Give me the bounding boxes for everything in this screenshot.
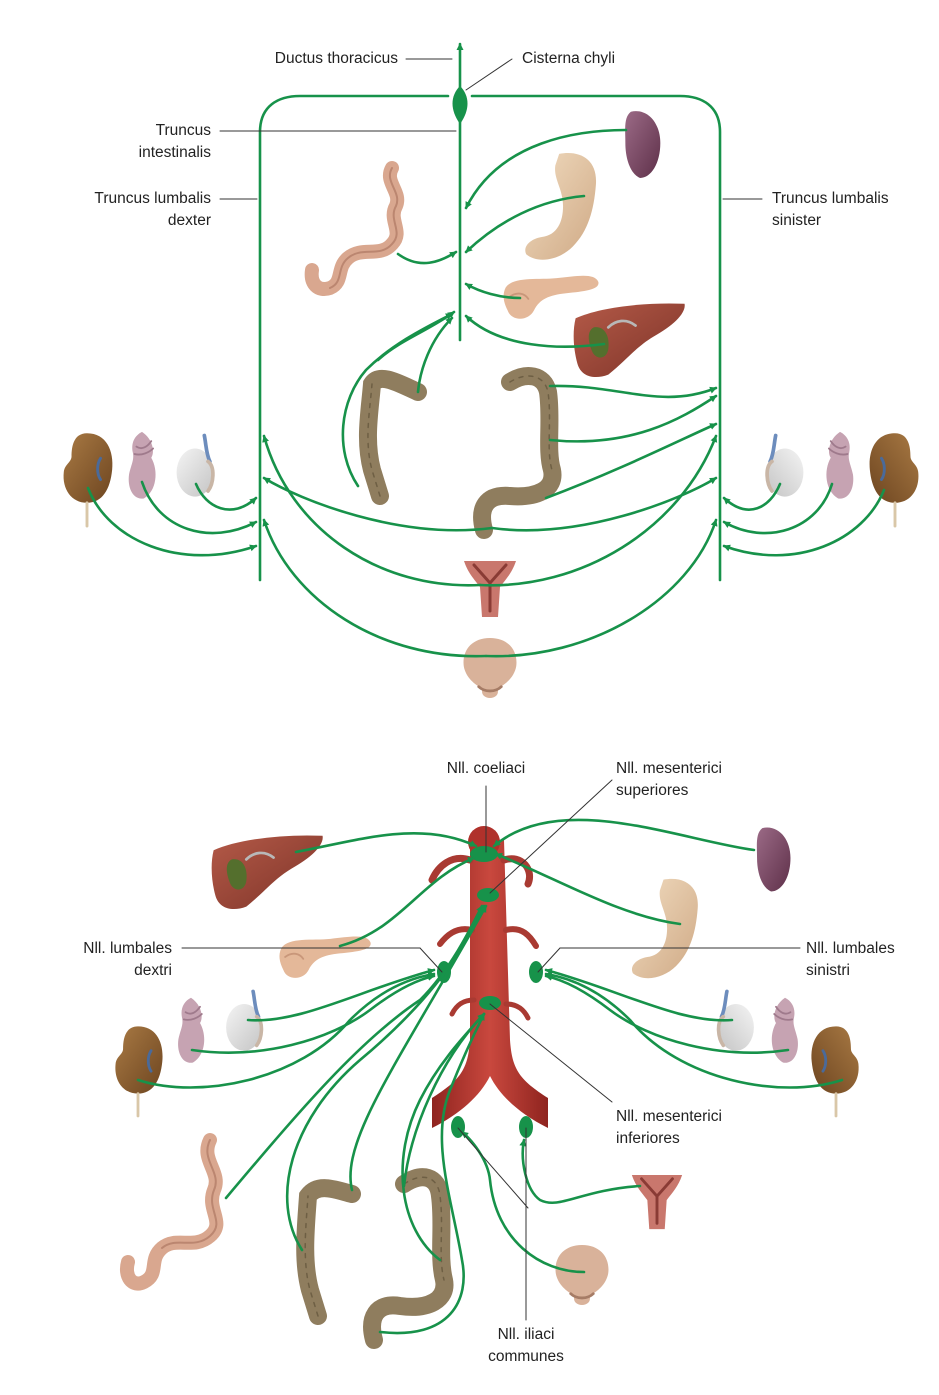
pancreas-icon xyxy=(278,935,372,979)
stomach-icon xyxy=(631,878,698,979)
kidney-icon xyxy=(113,1024,164,1118)
adrenal-gland-icon xyxy=(177,996,206,1064)
nll-mesenterici-superiores-node xyxy=(477,888,499,902)
kidney-icon xyxy=(62,431,114,528)
label-nll-lumbales-sinistri: Nll. lumbales sinistri xyxy=(806,940,895,979)
adrenal-gland-icon xyxy=(770,996,799,1064)
kidney-icon xyxy=(868,431,920,528)
testis-icon xyxy=(174,433,216,499)
label-nll-iliaci-communes: Nll. iliaci communes xyxy=(488,1326,564,1365)
organ-illustrations-top xyxy=(62,111,920,700)
label-nll-mesenterici-inferiores: Nll. mesenterici inferiores xyxy=(616,1108,722,1147)
top-diagram xyxy=(62,42,920,700)
testis-icon xyxy=(764,433,806,499)
uterus-icon xyxy=(462,559,518,619)
label-ductus-thoracicus: Ductus thoracicus xyxy=(274,50,398,67)
label-truncus-intestinalis: Truncus intestinalis xyxy=(138,122,211,161)
label-truncus-lumbalis-dexter: Truncus lumbalis dexter xyxy=(94,190,211,229)
nll-coeliaci-node xyxy=(470,846,498,862)
nll-iliaci-communes-node xyxy=(451,1116,465,1138)
cisterna-chyli-icon xyxy=(452,86,468,124)
label-nll-mesenterici-superiores: Nll. mesenterici superiores xyxy=(616,760,722,799)
label-nll-lumbales-dextri: Nll. lumbales dextri xyxy=(83,940,172,979)
liver-icon xyxy=(572,302,687,379)
leader-lines-top xyxy=(219,58,763,200)
nll-mesenterici-inferiores-node xyxy=(479,996,501,1010)
liver-icon xyxy=(210,834,325,911)
urinary-bladder-icon xyxy=(462,636,518,700)
nll-lumbales-sinistri-node xyxy=(529,961,543,983)
spleen-icon xyxy=(756,827,791,892)
organ-illustrations-bottom xyxy=(113,827,861,1349)
bottom-diagram xyxy=(113,779,861,1349)
colon-icon xyxy=(358,370,427,505)
truncus-lumbalis-dexter-line xyxy=(258,94,450,582)
urinary-bladder-icon xyxy=(554,1243,610,1307)
nll-iliaci-communes-node xyxy=(519,1116,533,1138)
label-truncus-lumbalis-sinister: Truncus lumbalis sinister xyxy=(772,190,889,229)
leader-lines-bottom xyxy=(181,779,801,1321)
label-nll-coeliaci: Nll. coeliaci xyxy=(446,760,526,777)
uterus-icon xyxy=(630,1173,684,1231)
small-intestine-icon xyxy=(304,161,405,296)
label-cisterna-chyli: Cisterna chyli xyxy=(522,50,616,67)
small-intestine-icon xyxy=(120,1133,224,1291)
adrenal-gland-icon xyxy=(127,430,157,500)
kidney-icon xyxy=(810,1024,861,1118)
truncus-lumbalis-sinister-line xyxy=(470,94,722,582)
spleen-icon xyxy=(625,111,661,178)
